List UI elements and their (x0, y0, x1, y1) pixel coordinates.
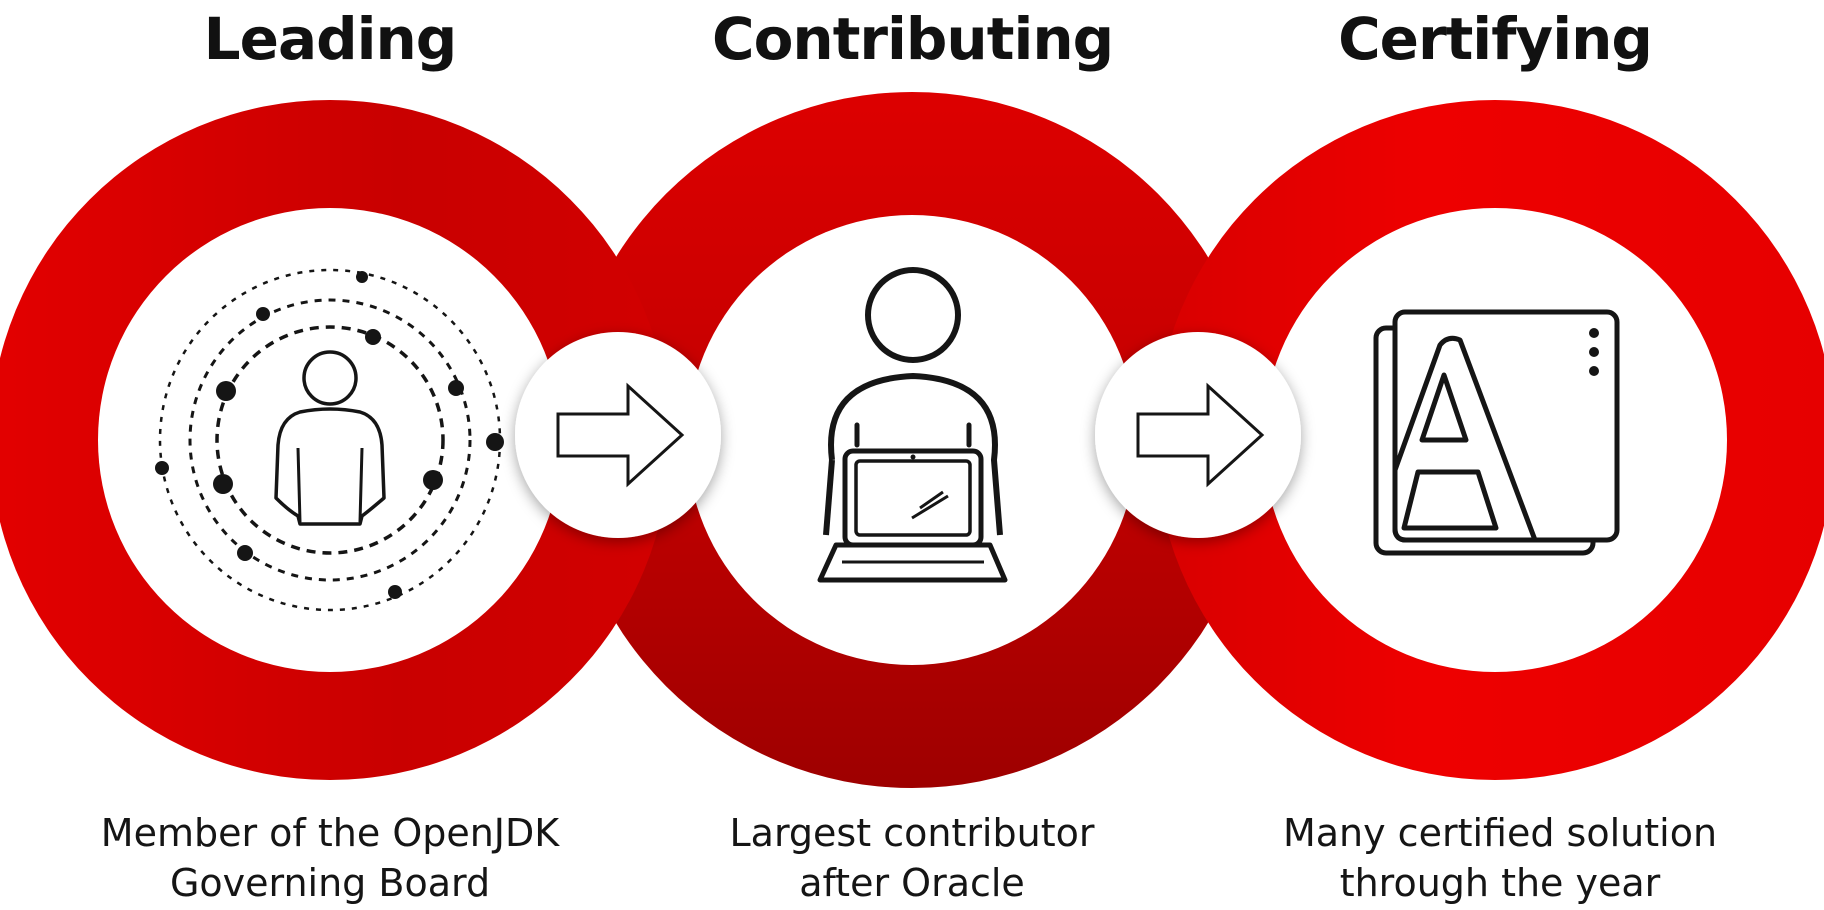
person-laptop-icon (817, 267, 1008, 583)
caption-line: Many certified solution (1282, 811, 1718, 855)
caption-line: Governing Board (169, 861, 491, 905)
stage-caption-contributing: Largest contributor after Oracle (682, 808, 1142, 908)
arrow-right-icon (1095, 332, 1301, 538)
stage-title-contributing: Contributing (712, 5, 1114, 73)
app-letter-a-icon (1373, 309, 1620, 556)
stage-title-certifying: Certifying (1338, 5, 1653, 73)
stage-caption-certifying: Many certified solution through the year (1240, 808, 1760, 908)
person-orbit-icon (155, 268, 504, 612)
caption-line: Member of the OpenJDK (100, 811, 560, 855)
arrow-right-icon (515, 332, 721, 538)
stage-title-leading: Leading (203, 5, 458, 73)
caption-line: Largest contributor (729, 811, 1095, 855)
disc-contributing (687, 215, 1137, 665)
stage-caption-leading: Member of the OpenJDK Governing Board (60, 808, 600, 908)
caption-line: through the year (1339, 861, 1661, 905)
caption-line: after Oracle (799, 861, 1025, 905)
